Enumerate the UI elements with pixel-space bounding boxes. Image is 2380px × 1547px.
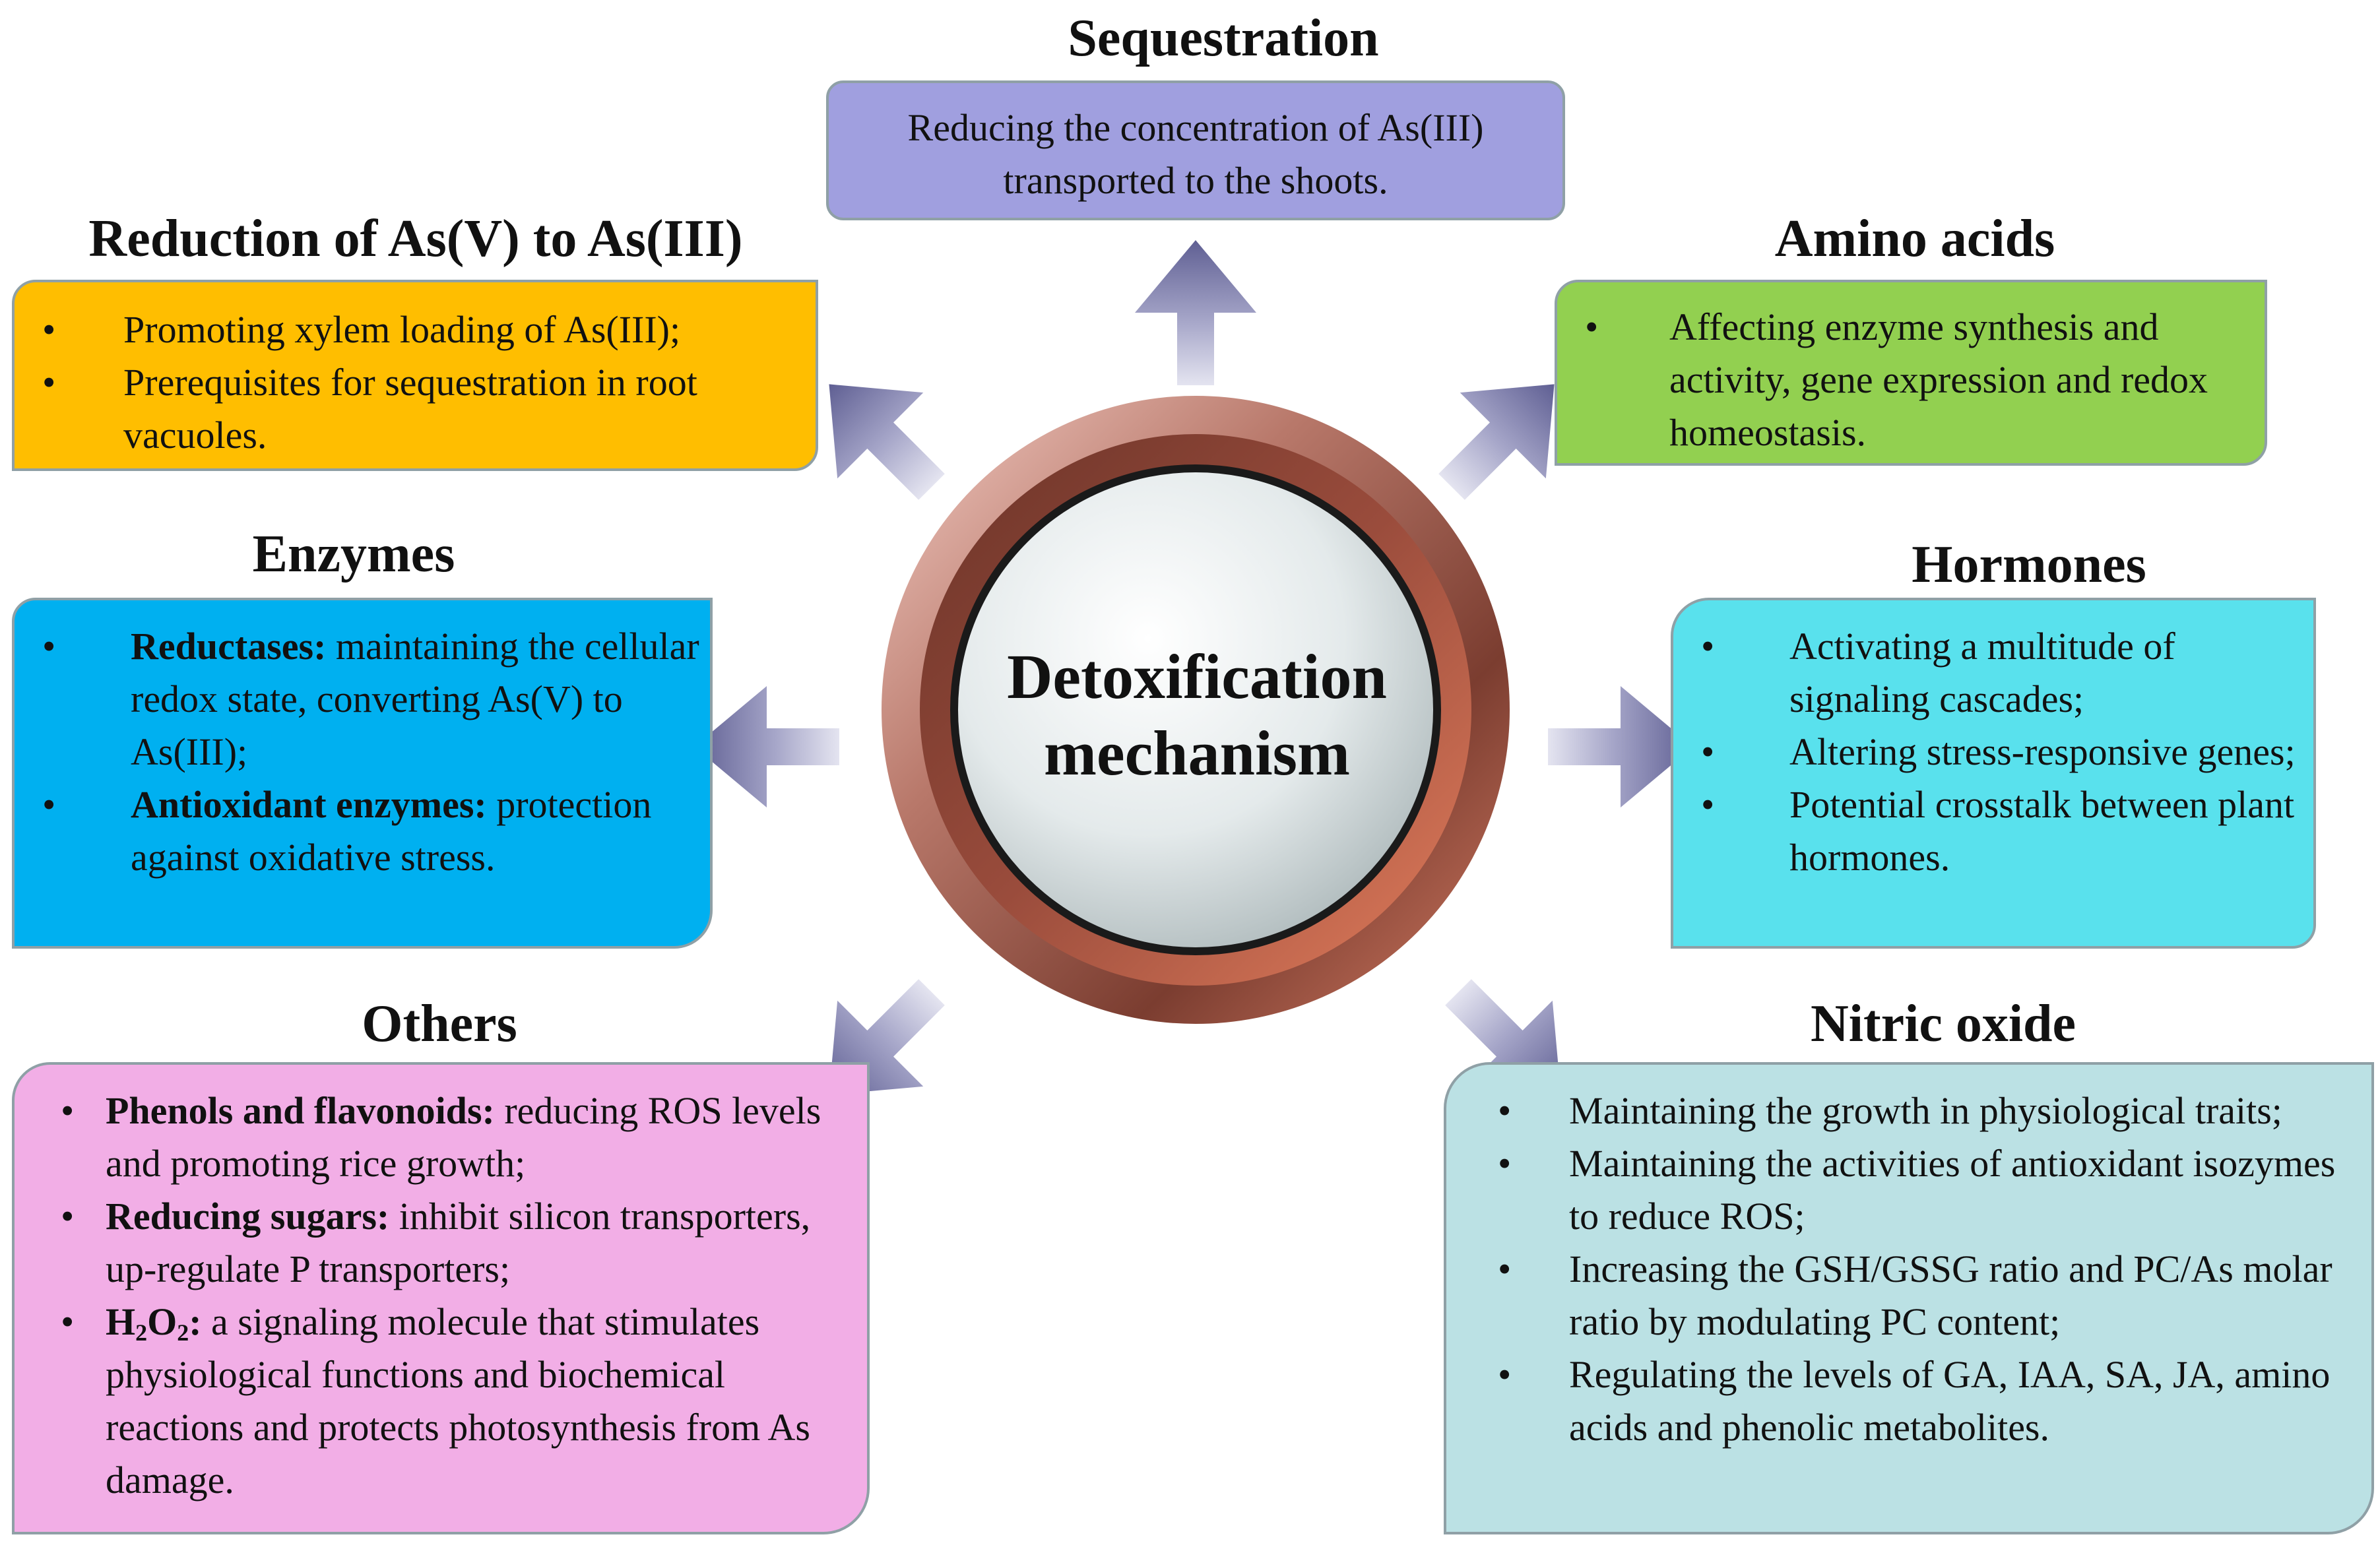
list-item: Increasing the GSH/GSSG ratio and PC/As …: [1446, 1243, 2371, 1348]
center-label-line1: Detoxification: [1007, 641, 1387, 712]
item-text: maintaining the cellular redox state, co…: [131, 625, 699, 773]
reduction-list: Promoting xylem loading of As(III); Prer…: [15, 303, 816, 462]
center-label: Detoxification mechanism: [973, 639, 1421, 792]
item-bold: H2O2:: [106, 1300, 202, 1346]
list-item: Phenols and flavonoids: reducing ROS lev…: [15, 1085, 867, 1190]
nitric-oxide-title: Nitric oxide: [1810, 995, 2076, 1053]
arrow-group: [694, 240, 1693, 1095]
reduction-title: Reduction of As(V) to As(III): [88, 210, 743, 268]
arrow-up: [1135, 240, 1256, 385]
arrow-up-left: [829, 384, 945, 500]
sequestration-title: Sequestration: [1068, 9, 1379, 67]
sequestration-box: Reducing the concentration of As(III) tr…: [826, 80, 1565, 220]
center-label-line2: mechanism: [1044, 718, 1350, 788]
item-bold: Reducing sugars:: [106, 1195, 390, 1238]
center-ring: [882, 396, 1510, 1024]
item-bold: Reductases:: [131, 625, 327, 668]
list-item: Reductases: maintaining the cellular red…: [15, 620, 710, 778]
amino-acids-box: Affecting enzyme synthesis and activity,…: [1555, 280, 2267, 466]
reduction-box: Promoting xylem loading of As(III); Prer…: [12, 280, 818, 471]
arrow-left: [694, 686, 839, 807]
amino-acids-title: Amino acids: [1774, 210, 2055, 268]
nitric-oxide-list: Maintaining the growth in physiological …: [1446, 1085, 2371, 1454]
sequestration-line2: transported to the shoots.: [1003, 159, 1388, 202]
amino-acids-list: Affecting enzyme synthesis and activity,…: [1557, 301, 2265, 459]
item-text: protection against oxidative stress.: [131, 783, 652, 879]
others-title: Others: [362, 995, 517, 1053]
item-bold: Phenols and flavonoids:: [106, 1089, 495, 1132]
item-text: inhibit silicon transporters, up-regulat…: [106, 1195, 811, 1290]
others-list: Phenols and flavonoids: reducing ROS lev…: [15, 1085, 867, 1507]
nitric-oxide-box: Maintaining the growth in physiological …: [1444, 1062, 2374, 1534]
item-bold: Antioxidant enzymes:: [131, 783, 487, 826]
list-item: Promoting xylem loading of As(III);: [15, 303, 816, 356]
enzymes-list: Reductases: maintaining the cellular red…: [15, 620, 710, 884]
list-item: Maintaining the activities of antioxidan…: [1446, 1137, 2371, 1243]
hormones-box: Activating a multitude of signaling casc…: [1671, 598, 2316, 949]
hormones-title: Hormones: [1912, 536, 2146, 594]
list-item: Affecting enzyme synthesis and activity,…: [1557, 301, 2265, 459]
hormones-list: Activating a multitude of signaling casc…: [1673, 620, 2313, 884]
sequestration-line1: Reducing the concentration of As(III): [907, 106, 1484, 149]
item-text: reducing ROS levels and promoting rice g…: [106, 1089, 821, 1185]
others-box: Phenols and flavonoids: reducing ROS lev…: [12, 1062, 870, 1534]
list-item: Maintaining the growth in physiological …: [1446, 1085, 2371, 1137]
arrow-up-right: [1438, 384, 1555, 500]
item-text: a signaling molecule that stimulates phy…: [106, 1300, 810, 1501]
list-item: Activating a multitude of signaling casc…: [1673, 620, 2313, 726]
list-item: Potential crosstalk between plant hormon…: [1673, 778, 2313, 884]
arrow-right: [1548, 686, 1693, 807]
list-item: Prerequisites for sequestration in root …: [15, 356, 816, 462]
enzymes-box: Reductases: maintaining the cellular red…: [12, 598, 713, 949]
list-item: Reducing sugars: inhibit silicon transpo…: [15, 1190, 867, 1296]
list-item: Altering stress-responsive genes;: [1673, 726, 2313, 778]
enzymes-title: Enzymes: [252, 525, 455, 583]
list-item: Regulating the levels of GA, IAA, SA, JA…: [1446, 1348, 2371, 1454]
list-item: H2O2: a signaling molecule that stimulat…: [15, 1296, 867, 1507]
list-item: Antioxidant enzymes: protection against …: [15, 778, 710, 884]
